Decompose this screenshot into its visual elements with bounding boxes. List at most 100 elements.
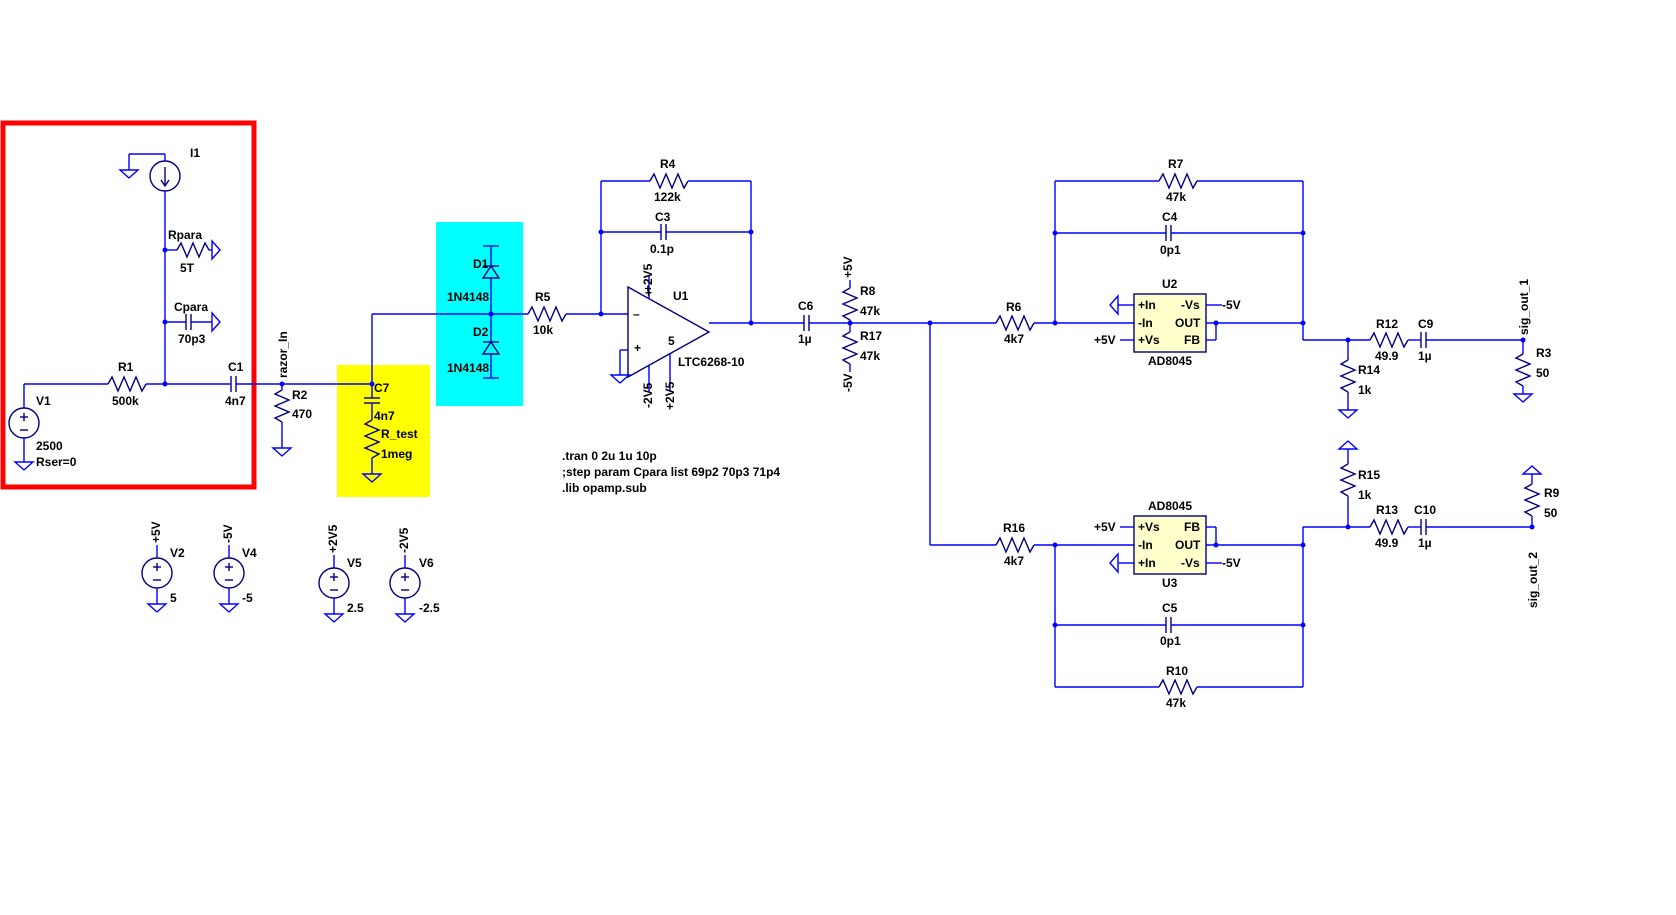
capacitor-c4[interactable] (1055, 225, 1303, 241)
r12-name: R12 (1376, 317, 1398, 331)
c6-name: C6 (798, 299, 814, 313)
voltage-source-v1[interactable] (8, 383, 108, 471)
r8-value: 47k (860, 304, 880, 318)
resistor-r2[interactable] (271, 384, 293, 457)
net-label-v4: -5V (221, 524, 235, 543)
r6-name: R6 (1006, 300, 1022, 314)
r5-value: 10k (533, 323, 553, 337)
spice-directive-lib[interactable]: .lib opamp.sub (562, 481, 647, 495)
v2-name: V2 (170, 546, 185, 560)
r17-name: R17 (860, 329, 882, 343)
r13-name: R13 (1376, 503, 1398, 517)
capacitor-c7[interactable] (364, 314, 380, 420)
resistor-rpara[interactable] (165, 239, 221, 261)
u2-pin-fb: FB (1184, 333, 1200, 347)
resistor-r10[interactable] (1055, 678, 1303, 696)
resistor-r14[interactable] (1337, 340, 1359, 419)
net-label-u2-vs-minus: -5V (1222, 298, 1241, 312)
r17-value: 47k (860, 349, 880, 363)
net-label-u2-vs-plus: +5V (1094, 333, 1116, 347)
resistor-r4[interactable] (601, 172, 751, 190)
u1-value: LTC6268-10 (678, 355, 745, 369)
spice-directive-tran[interactable]: .tran 0 2u 1u 10p (562, 449, 657, 463)
u3-name: U3 (1162, 576, 1178, 590)
capacitor-c5[interactable] (1055, 617, 1303, 633)
r10-name: R10 (1166, 664, 1188, 678)
v1-extra: Rser=0 (36, 455, 77, 469)
net-label-sig-out-2: sig_out_2 (1526, 552, 1540, 608)
v1-name: V1 (36, 394, 51, 408)
r14-name: R14 (1358, 363, 1380, 377)
d2-value: 1N4148 (447, 361, 489, 375)
net-label-v6: -2V5 (397, 527, 411, 553)
resistor-r7[interactable] (1055, 172, 1303, 190)
c3-name: C3 (655, 210, 671, 224)
c9-value: 1µ (1418, 349, 1432, 363)
resistor-r16[interactable] (995, 536, 1134, 554)
r10-value: 47k (1166, 696, 1186, 710)
resistor-r17[interactable] (841, 330, 859, 372)
r1-name: R1 (118, 360, 134, 374)
opamp-shdn-pin: 5 (668, 334, 675, 348)
net-label-u1-shdn-supply: +2V5 (663, 381, 677, 410)
u2-pin-in-minus: -In (1138, 316, 1153, 330)
resistor-r13[interactable] (1369, 518, 1421, 536)
diode-d2[interactable] (481, 314, 501, 379)
opamp-u3[interactable] (1109, 515, 1303, 575)
resistor-r15[interactable] (1337, 440, 1359, 527)
i1-name: I1 (190, 146, 200, 160)
r15-name: R15 (1358, 468, 1380, 482)
resistor-r5[interactable] (491, 305, 601, 323)
voltage-source-v2[interactable] (141, 545, 173, 613)
capacitor-c3[interactable] (601, 224, 751, 240)
spice-directive-step[interactable]: ;step param Cpara list 69p2 70p3 71p4 (562, 465, 780, 479)
net-label-u1-pos-supply: +2V5 (641, 263, 655, 292)
c4-name: C4 (1162, 210, 1178, 224)
diode-d1[interactable] (481, 245, 501, 314)
net-label-u1-neg-supply: -2V5 (641, 382, 655, 408)
r9-name: R9 (1544, 486, 1560, 500)
rpara-value: 5T (180, 261, 195, 275)
opamp-plus-supply-pin: + (645, 286, 652, 300)
r2-name: R2 (292, 388, 308, 402)
u2-pin-vs-plus: +Vs (1138, 333, 1160, 347)
c1-name: C1 (228, 360, 244, 374)
d2-name: D2 (473, 325, 489, 339)
r16-value: 4k7 (1004, 554, 1024, 568)
u3-pin-in-minus: -In (1138, 538, 1153, 552)
current-source-i1[interactable] (118, 153, 181, 384)
resistor-r-test[interactable] (361, 419, 383, 483)
capacitor-c1[interactable] (228, 376, 372, 392)
opamp-u2[interactable] (1109, 293, 1303, 353)
opamp-minus-pin: – (633, 307, 640, 321)
opamp-u1[interactable] (601, 276, 751, 392)
r16-name: R16 (1003, 521, 1025, 535)
u1-name: U1 (673, 289, 689, 303)
resistor-r3[interactable] (1512, 340, 1534, 403)
r9-value: 50 (1544, 506, 1558, 520)
u3-value: AD8045 (1148, 499, 1192, 513)
r-test-name: R_test (381, 427, 418, 441)
voltage-source-v4[interactable] (213, 545, 245, 613)
voltage-source-v5[interactable] (318, 555, 350, 623)
capacitor-c10[interactable] (1420, 519, 1532, 535)
capacitor-c9[interactable] (1420, 332, 1523, 348)
resistor-r6[interactable] (930, 314, 1134, 332)
r13-value: 49.9 (1375, 536, 1399, 550)
u2-pin-in-plus: +In (1138, 298, 1156, 312)
capacitor-c6[interactable] (751, 315, 930, 331)
resistor-r9[interactable] (1521, 465, 1543, 527)
c5-name: C5 (1162, 601, 1178, 615)
resistor-r1[interactable] (107, 375, 228, 393)
cpara-name: Cpara (174, 300, 208, 314)
resistor-r12[interactable] (1369, 331, 1421, 349)
net-label-sig-out-1: sig_out_1 (1517, 279, 1531, 335)
capacitor-cpara[interactable] (165, 311, 221, 333)
r3-value: 50 (1536, 366, 1550, 380)
voltage-source-v6[interactable] (389, 555, 421, 623)
v6-value: -2.5 (419, 601, 440, 615)
r7-name: R7 (1168, 157, 1184, 171)
net-label-razor-in: razor_In (276, 331, 290, 378)
r15-value: 1k (1358, 488, 1372, 502)
